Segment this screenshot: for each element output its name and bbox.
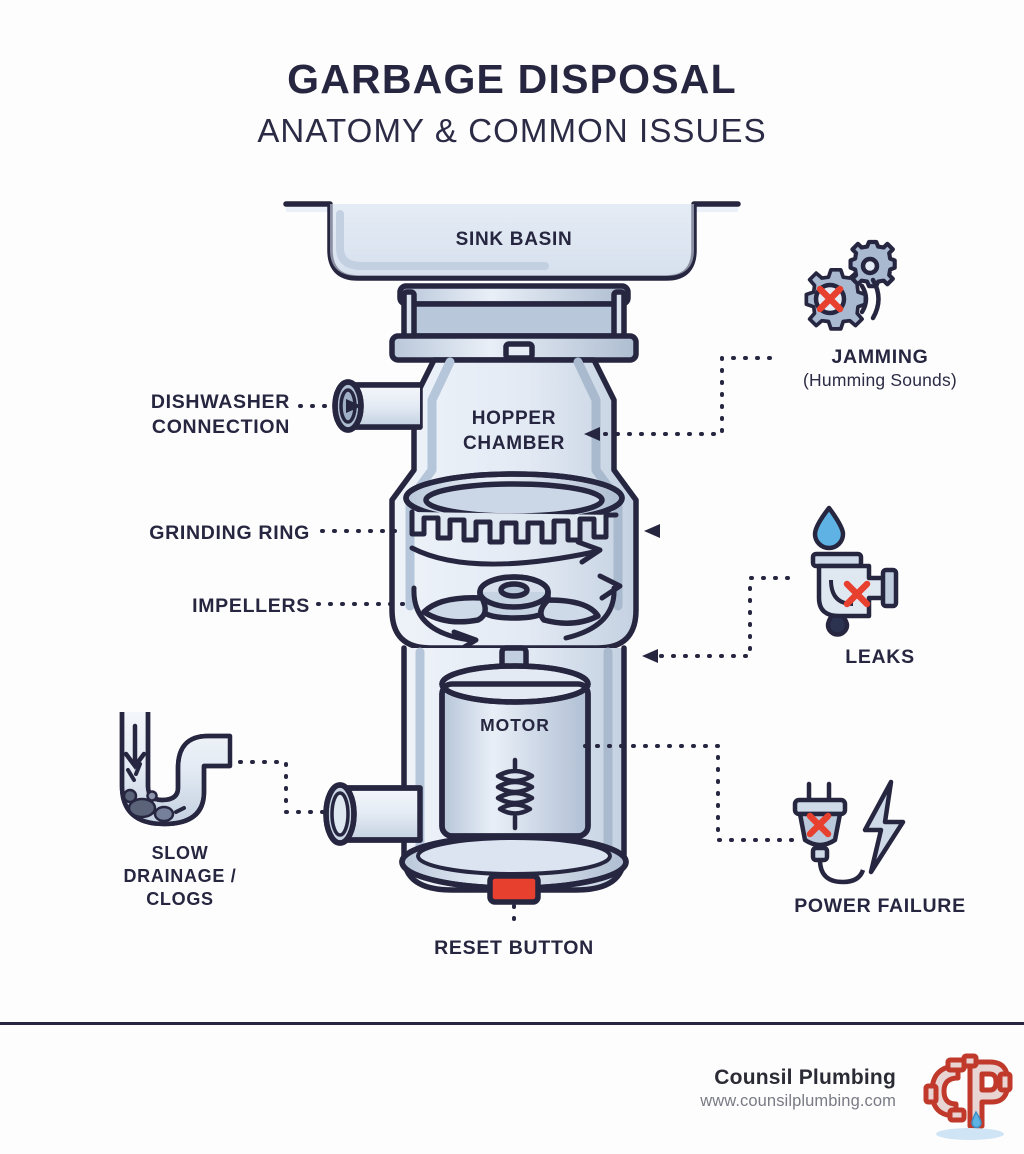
connector-arrowheads xyxy=(346,399,660,663)
connector-drainage xyxy=(238,760,332,814)
dishwasher-connection-label-line2: CONNECTION xyxy=(151,415,290,438)
logo-letter-c xyxy=(929,1063,961,1119)
slow-drainage-label-line3: CLOGS xyxy=(146,889,214,910)
motor-label: MOTOR xyxy=(480,715,550,735)
disposal-diagram xyxy=(283,201,741,905)
reset-button-label: RESET BUTTON xyxy=(434,937,594,959)
clog-debris-icon xyxy=(122,762,186,823)
dishwasher-connection-label-line1: DISHWASHER xyxy=(150,391,290,413)
cp-pipe-logo xyxy=(923,1053,1013,1140)
clogged-trap-icon xyxy=(119,712,233,827)
slow-drainage-label: SLOW DRAINAGE / CLOGS xyxy=(60,842,300,911)
dishwasher-inlet-pipe-shape xyxy=(332,379,423,433)
page-subtitle: ANATOMY & COMMON ISSUES xyxy=(257,112,767,149)
sound-waves-icon xyxy=(859,277,881,321)
impellers-label: IMPELLERS xyxy=(192,595,310,617)
pipe-collar-right xyxy=(880,567,899,609)
error-x-icon xyxy=(843,580,871,608)
gears-error-icon xyxy=(804,239,897,331)
connector-jamming xyxy=(600,356,772,436)
slow-drainage-label-line1: SLOW xyxy=(151,843,209,863)
power-failure-label: POWER FAILURE xyxy=(794,895,966,917)
pipe-leak-icon xyxy=(810,505,899,637)
hopper-chamber-label: HOPPER CHAMBER xyxy=(404,407,624,456)
brand-url[interactable]: www.counsilplumbing.com xyxy=(700,1092,896,1110)
slow-drainage-label-line2: DRAINAGE / xyxy=(123,866,237,887)
leaks-label: LEAKS xyxy=(845,646,915,668)
lightning-bolt-icon xyxy=(862,779,906,875)
plug-prongs xyxy=(806,781,832,803)
page-title: GARBAGE DISPOSAL xyxy=(287,56,737,102)
connector-lines xyxy=(238,356,794,930)
hopper-chamber-label-line2: CHAMBER xyxy=(462,432,565,454)
impellers-shape xyxy=(421,574,601,626)
dishwasher-connection-label: DISHWASHER CONNECTION xyxy=(60,390,290,440)
grinding-ring-shape xyxy=(403,471,625,545)
connector-power xyxy=(578,744,794,842)
plug-error-icon xyxy=(792,779,906,885)
footer-divider xyxy=(0,1022,1024,1025)
brand-name: Counsil Plumbing xyxy=(714,1066,896,1089)
rotation-arrow-upper xyxy=(409,539,603,567)
plug-cord xyxy=(817,859,866,885)
grinding-ring-label: GRINDING RING xyxy=(149,522,310,544)
water-drop-top-icon xyxy=(812,505,846,551)
sink-basin-label: SINK BASIN xyxy=(455,229,573,250)
motor-coil-icon xyxy=(495,757,535,831)
discharge-pipe-shape xyxy=(323,782,423,846)
reset-button-shape xyxy=(487,873,541,905)
logo-water-pool xyxy=(936,1128,1004,1140)
rotation-arrow-lower xyxy=(411,573,623,655)
jamming-sublabel: (Humming Sounds) xyxy=(803,370,957,390)
motor-shape xyxy=(439,645,591,839)
sink-basin-shape xyxy=(283,201,741,281)
hopper-chamber-label-line1: HOPPER xyxy=(471,408,557,429)
flow-arrow-down-icon xyxy=(123,723,147,770)
error-x-icon xyxy=(816,285,844,313)
logo-water-drop xyxy=(971,1110,982,1129)
error-x-icon xyxy=(806,812,832,838)
jamming-label: JAMMING xyxy=(831,346,929,368)
